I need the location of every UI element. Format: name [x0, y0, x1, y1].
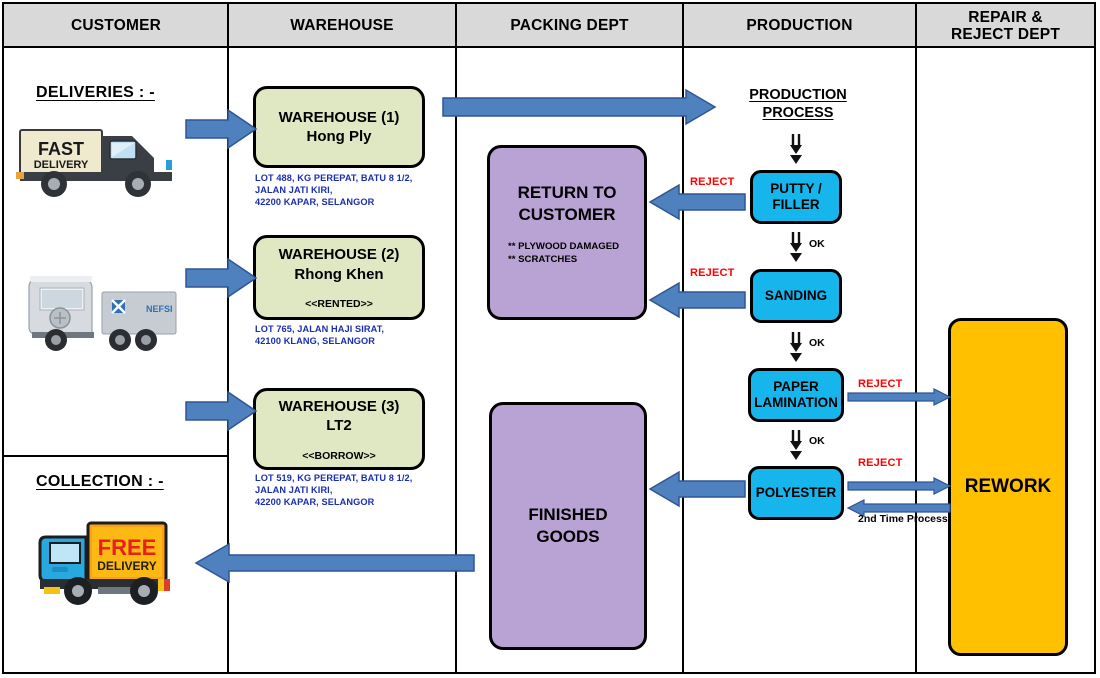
warehouse-box-3[interactable]: WAREHOUSE (3) LT2 <<BORROW>>: [253, 388, 425, 470]
reject-label-putty: REJECT: [690, 176, 735, 188]
column-header-repair-label: REPAIR & REJECT DEPT: [951, 8, 1060, 43]
finished-goods-box[interactable]: FINISHED GOODS: [489, 402, 647, 650]
lane-divider-4: [915, 4, 917, 674]
arrow-polyester-reject-to-rework: [847, 477, 952, 495]
process-putty-line2: FILLER: [772, 197, 820, 212]
column-header-customer: CUSTOMER: [4, 4, 228, 48]
warehouse-2-title-line2: Rhong Khen: [294, 265, 384, 283]
process-box-sanding[interactable]: SANDING: [750, 269, 842, 323]
header-band: [4, 4, 1094, 48]
warehouse-1-title-line2: Hong Ply: [306, 128, 372, 145]
warehouse-3-title-line1: WAREHOUSE (3): [278, 397, 400, 415]
process-putty-line1: PUTTY /: [770, 180, 822, 196]
column-header-production-label: PRODUCTION: [746, 17, 853, 35]
warehouse-2-tag: <<RENTED>>: [305, 298, 373, 310]
deliveries-title: DELIVERIES : -: [36, 84, 155, 101]
reject-label-paper: REJECT: [858, 378, 903, 390]
arrow-rework-second-time-process: [846, 499, 951, 517]
warehouse-3-title: WAREHOUSE (3) LT2: [279, 397, 400, 436]
ok-label-2: OK: [809, 337, 825, 349]
collection-title: COLLECTION : -: [36, 473, 164, 490]
arrow-polyester-to-finished-goods: [648, 470, 746, 508]
warehouse-2-title: WAREHOUSE (2) Rhong Khen: [279, 245, 400, 284]
fast-truck-text-line1: FAST: [38, 139, 84, 159]
warehouse-3-title-line2: LT2: [326, 417, 352, 434]
warehouse-1-title-line1: WAREHOUSE (1): [278, 108, 400, 126]
flow-arrow-down-3: [786, 332, 806, 364]
rework-label: REWORK: [964, 476, 1052, 497]
column-header-warehouse-label: WAREHOUSE: [290, 17, 394, 35]
process-sanding-label: SANDING: [765, 288, 827, 304]
semi-trailer-truck: NEFSI: [16, 250, 184, 362]
process-polyester-line1: POLYESTER: [755, 484, 837, 500]
warehouse-2-title-line1: WAREHOUSE (2): [278, 246, 400, 263]
customer-lane-split: [4, 455, 228, 457]
return-to-customer-notes: ** PLYWOOD DAMAGED ** SCRATCHES: [508, 240, 620, 266]
column-header-customer-label: CUSTOMER: [70, 17, 161, 35]
warehouse-1-title: WAREHOUSE (1) Hong Ply: [279, 108, 400, 147]
production-process-title: PRODUCTION PROCESS: [723, 86, 873, 123]
free-truck-text-line1: FREE: [98, 535, 157, 560]
arrow-customer-to-warehouse-3: [185, 390, 258, 432]
lane-divider-3: [682, 4, 684, 674]
finished-title-line2: GOODS: [536, 527, 600, 546]
reject-label-sanding: REJECT: [690, 267, 735, 279]
process-polyester-label: POLYESTER: [756, 485, 837, 501]
arrow-paper-reject-to-rework: [847, 388, 952, 406]
reject-label-polyester: REJECT: [858, 457, 903, 469]
column-header-packing-label: PACKING DEPT: [510, 17, 629, 35]
finished-title-line1: FINISHED: [528, 505, 608, 525]
arrow-sanding-reject-to-return: [648, 281, 746, 319]
column-header-production: PRODUCTION: [684, 4, 915, 48]
warehouse-1-address: LOT 488, KG PEREPAT, BATU 8 1/2, JALAN J…: [255, 173, 413, 208]
process-paper-line2: LAMINATION: [754, 395, 838, 410]
fast-truck-text-line2: DELIVERY: [34, 159, 89, 171]
return-to-customer-box[interactable]: RETURN TO CUSTOMER ** PLYWOOD DAMAGED **…: [487, 145, 647, 320]
lane-divider-1: [227, 4, 229, 674]
rework-box[interactable]: REWORK: [948, 318, 1068, 656]
process-paper-lamination-label: PAPER LAMINATION: [754, 379, 838, 412]
process-box-putty[interactable]: PUTTY / FILLER: [750, 170, 842, 224]
warehouse-3-address: LOT 519, KG PEREPAT, BATU 8 1/2, JALAN J…: [255, 473, 413, 508]
lane-divider-2: [455, 4, 457, 674]
warehouse-box-2[interactable]: WAREHOUSE (2) Rhong Khen <<RENTED>>: [253, 235, 425, 320]
production-title-line1: PRODUCTION: [749, 87, 847, 103]
arrow-customer-to-warehouse-2: [185, 257, 258, 299]
process-paper-line1: PAPER: [773, 378, 819, 394]
free-truck-text-line2: DELIVERY: [97, 559, 157, 573]
return-title-line2: CUSTOMER: [518, 204, 616, 224]
fast-delivery-truck: FAST DELIVERY: [14, 122, 194, 198]
flow-arrow-down-1: [786, 134, 806, 166]
column-header-packing: PACKING DEPT: [457, 4, 682, 48]
svg-text:NEFSI: NEFSI: [146, 304, 173, 314]
process-sanding-line1: SANDING: [764, 287, 828, 303]
column-header-warehouse: WAREHOUSE: [229, 4, 455, 48]
ok-label-1: OK: [809, 238, 825, 250]
column-header-repair: REPAIR & REJECT DEPT: [917, 4, 1094, 48]
flow-arrow-down-4: [786, 430, 806, 462]
arrow-putty-reject-to-return: [648, 183, 746, 221]
warehouse-2-address: LOT 765, JALAN HAJI SIRAT, 42100 KLANG, …: [255, 324, 385, 347]
arrow-finished-goods-to-customer: [194, 542, 475, 584]
production-title-line2: PROCESS: [762, 105, 834, 122]
second-time-process-label: 2nd Time Process: [858, 513, 948, 525]
flow-arrow-down-2: [786, 232, 806, 264]
process-putty-label: PUTTY / FILLER: [770, 181, 822, 214]
return-title-line1: RETURN TO: [517, 183, 617, 202]
return-to-customer-title: RETURN TO CUSTOMER: [518, 182, 617, 226]
warehouse-box-1[interactable]: WAREHOUSE (1) Hong Ply: [253, 86, 425, 168]
process-box-polyester[interactable]: POLYESTER: [748, 466, 844, 520]
free-delivery-truck: FREE DELIVERY: [36, 515, 188, 607]
warehouse-3-tag: <<BORROW>>: [302, 449, 376, 462]
finished-goods-title: FINISHED GOODS: [528, 504, 607, 548]
ok-label-3: OK: [809, 435, 825, 447]
arrow-warehouse-to-production: [442, 88, 717, 126]
process-box-paper-lamination[interactable]: PAPER LAMINATION: [748, 368, 844, 422]
arrow-customer-to-warehouse-1: [185, 108, 258, 150]
